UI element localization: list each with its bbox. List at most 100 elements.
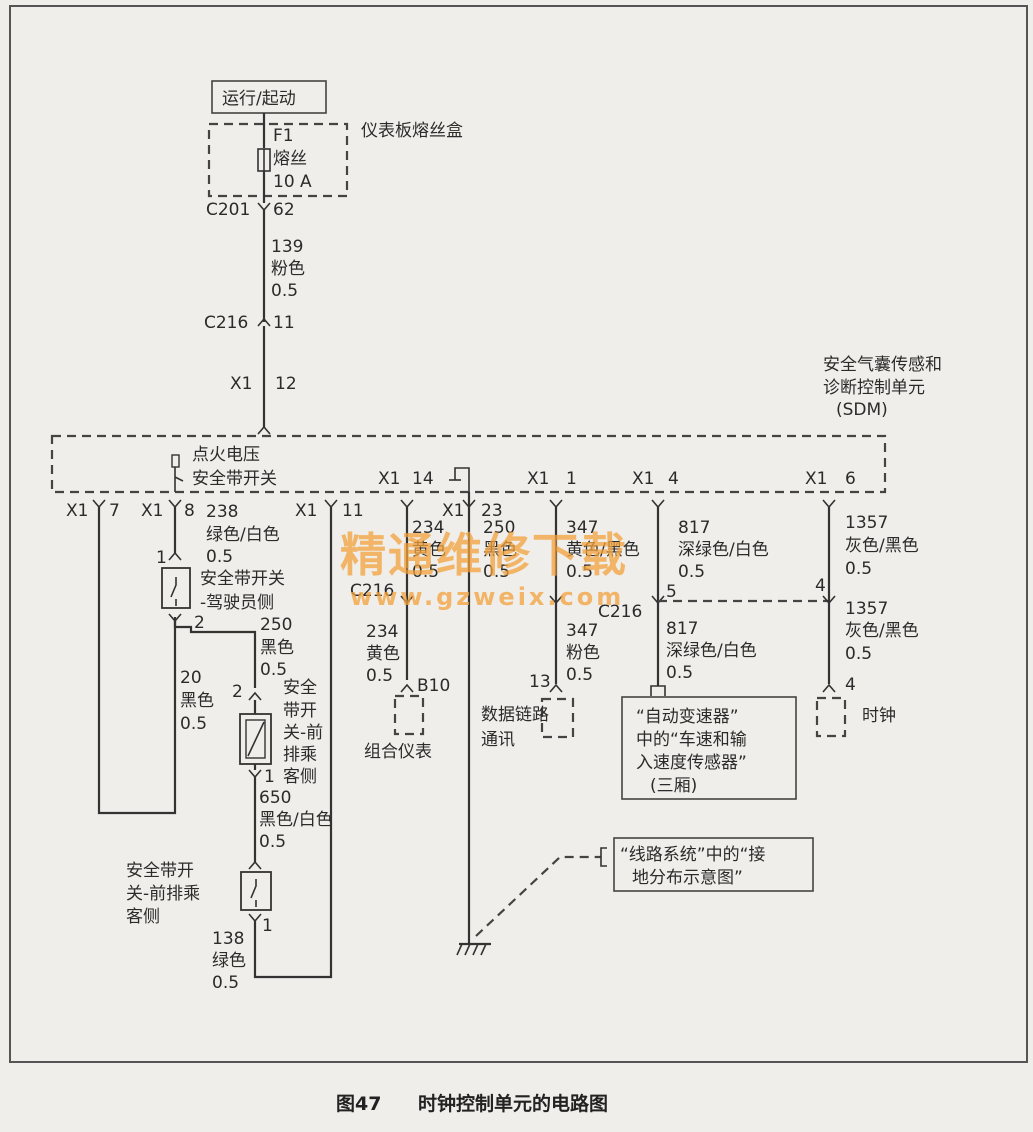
w138-id: 138 bbox=[212, 929, 244, 949]
sdm-name-1: 安全气囊传感和 bbox=[823, 355, 942, 375]
w20-id: 20 bbox=[180, 668, 202, 688]
vss-4: (三厢) bbox=[650, 776, 697, 796]
vss-reference-box bbox=[621, 696, 797, 800]
x1-11-label: X1 bbox=[295, 501, 317, 521]
w817a-color: 深绿色/白色 bbox=[678, 540, 769, 560]
frame bbox=[9, 5, 1028, 1063]
w250a-id: 250 bbox=[483, 518, 515, 538]
clock-label: 时钟 bbox=[862, 706, 896, 726]
ground-ref-1: “线路系统”中的“接 bbox=[620, 845, 765, 865]
ground-ref-2: 地分布示意图” bbox=[632, 868, 743, 888]
cluster-pin: B10 bbox=[417, 676, 450, 696]
switch-passenger-lower-box bbox=[240, 871, 272, 911]
w817b-gauge: 0.5 bbox=[666, 663, 693, 683]
connector-x1-1-icon bbox=[549, 499, 563, 509]
x1-1-label: X1 bbox=[527, 469, 549, 489]
w347a-color: 黄色/黑色 bbox=[566, 540, 640, 560]
fuse-box bbox=[207, 122, 349, 198]
x1-4-label: X1 bbox=[632, 469, 654, 489]
w234b-color: 黄色 bbox=[366, 644, 400, 664]
pass-front-pin1: 1 bbox=[264, 767, 275, 787]
w234a-id: 234 bbox=[412, 518, 444, 538]
w250b-gauge: 0.5 bbox=[260, 660, 287, 680]
w650-color: 黑色/白色 bbox=[259, 810, 333, 830]
x1-14-pin: 14 bbox=[412, 469, 434, 489]
wire-250-b bbox=[173, 621, 257, 688]
w347a-id: 347 bbox=[566, 518, 598, 538]
fuse-box-title: 仪表板熔丝盒 bbox=[361, 121, 463, 141]
instrument-cluster-label: 组合仪表 bbox=[364, 742, 432, 762]
w139-gauge: 0.5 bbox=[271, 281, 298, 301]
vss-2: 中的“车速和输 bbox=[636, 730, 747, 750]
x1-11-pin: 11 bbox=[342, 501, 364, 521]
x1-7-pin: 7 bbox=[109, 501, 120, 521]
power-source-label: 运行/起动 bbox=[222, 89, 296, 109]
vss-1: “自动变速器” bbox=[636, 707, 739, 727]
x1-12-pin: 12 bbox=[275, 374, 297, 394]
x1-6-pin: 6 bbox=[845, 469, 856, 489]
w817b-id: 817 bbox=[666, 619, 698, 639]
connector-x1-4-icon bbox=[651, 499, 665, 509]
pass-front-pin2: 2 bbox=[232, 682, 243, 702]
caption-fig: 图47 bbox=[336, 1093, 381, 1115]
c216-1357-pin: 4 bbox=[815, 576, 826, 596]
watermark-cn: 精通维修下载 bbox=[340, 528, 628, 582]
connector-c201-icon bbox=[257, 202, 271, 212]
w20-color: 黑色 bbox=[180, 691, 214, 711]
caption-title: 时钟控制单元的电路图 bbox=[418, 1092, 608, 1115]
w250b-color: 黑色 bbox=[260, 638, 294, 658]
connector-x1-11-icon bbox=[324, 499, 338, 509]
w250b-id: 250 bbox=[260, 615, 292, 635]
switch-driver-box bbox=[161, 567, 191, 609]
fuse-id: F1 bbox=[273, 126, 294, 146]
x1-14-label: X1 bbox=[378, 469, 400, 489]
pass-lower-3: 客侧 bbox=[126, 907, 160, 927]
driver-pin1: 1 bbox=[156, 548, 167, 568]
w347b-color: 粉色 bbox=[566, 643, 600, 663]
w138-color: 绿色 bbox=[212, 951, 246, 971]
sdm-name-2: 诊断控制单元 bbox=[823, 378, 925, 398]
w650-gauge: 0.5 bbox=[259, 832, 286, 852]
w238-gauge: 0.5 bbox=[206, 547, 233, 567]
pass-lower-pin1: 1 bbox=[262, 916, 273, 936]
driver-switch-1: 安全带开关 bbox=[200, 569, 285, 589]
x1-23-label: X1 bbox=[442, 501, 464, 521]
connector-c216-top-icon bbox=[257, 317, 271, 327]
x1-8-pin: 8 bbox=[184, 501, 195, 521]
instrument-cluster-box bbox=[393, 694, 425, 736]
w238-id: 238 bbox=[206, 502, 238, 522]
w817b-color: 深绿色/白色 bbox=[666, 641, 757, 661]
x1-6-label: X1 bbox=[805, 469, 827, 489]
vss-3: 入速度传感器” bbox=[636, 753, 747, 773]
connector-x1-7-icon bbox=[92, 499, 106, 509]
x1-8-label: X1 bbox=[141, 501, 163, 521]
x1-7-label: X1 bbox=[66, 501, 88, 521]
connector-x1-14-icon bbox=[400, 499, 414, 509]
ground-reference-line bbox=[475, 855, 601, 937]
watermark-url: www.gzweix.com bbox=[350, 583, 624, 611]
connector-x1-8-icon bbox=[168, 499, 182, 509]
connector-x1-12-icon bbox=[257, 425, 271, 435]
pass-lower-2: 关-前排乘 bbox=[126, 884, 200, 904]
sdm-name-3: (SDM) bbox=[836, 400, 888, 420]
driver-switch-2: -驾驶员侧 bbox=[200, 593, 274, 613]
w238-color: 绿色/白色 bbox=[206, 525, 280, 545]
pass-front-1: 安全 bbox=[283, 678, 317, 698]
x1-12-label: X1 bbox=[230, 374, 252, 394]
c216-top-label: C216 bbox=[204, 313, 248, 333]
pass-front-2: 带开 bbox=[283, 701, 317, 721]
w1357a-color: 灰色/黑色 bbox=[845, 536, 919, 556]
w250a-color: 黑色 bbox=[483, 540, 517, 560]
c216-817-pin: 5 bbox=[666, 582, 677, 602]
w234b-gauge: 0.5 bbox=[366, 666, 393, 686]
driver-pin2: 2 bbox=[194, 613, 205, 633]
w347a-gauge: 0.5 bbox=[566, 562, 593, 582]
pass-lower-1: 安全带开 bbox=[126, 861, 194, 881]
c201-pin: 62 bbox=[273, 200, 295, 220]
w138-gauge: 0.5 bbox=[212, 973, 239, 993]
pass-front-4: 排乘 bbox=[283, 745, 317, 765]
clock-box bbox=[815, 696, 847, 738]
sdm-belt-switch: 安全带开关 bbox=[192, 469, 277, 489]
